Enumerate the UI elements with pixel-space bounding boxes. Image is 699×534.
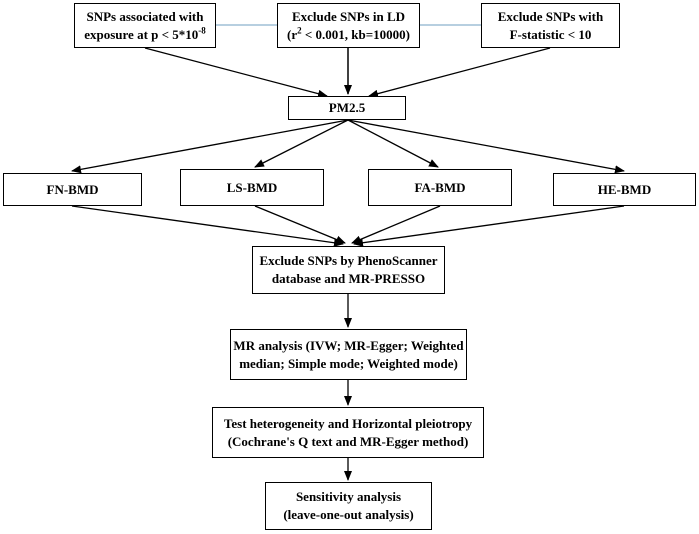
mr-analysis-line2: median; Simple mode; Weighted mode) bbox=[239, 355, 458, 371]
exclude-pheno-box: Exclude SNPs by PhenoScanner database an… bbox=[252, 246, 445, 294]
snps-exposure-threshold: exposure at p < 5*10 bbox=[84, 26, 199, 42]
arrow-fn-to-pheno bbox=[71, 205, 344, 247]
pm25-label: PM2.5 bbox=[328, 100, 366, 115]
pm25-box: PM2.5 bbox=[288, 96, 406, 120]
outcome-box-fa: FA-BMD bbox=[368, 169, 512, 206]
outcome-box-fn: FN-BMD bbox=[3, 173, 142, 206]
arrow-pm25-to-ls bbox=[254, 119, 349, 168]
arrow-fa-to-pheno bbox=[351, 205, 441, 244]
arrow-f-to-pm25 bbox=[368, 47, 551, 98]
exclude-ld-line1: Exclude SNPs in LD bbox=[291, 8, 406, 24]
test-het-line2: (Cochrane's Q text and MR-Egger method) bbox=[227, 433, 469, 449]
exclude-pheno-line2: database and MR-PRESSO bbox=[271, 271, 426, 286]
outcome-label-fn: FN-BMD bbox=[46, 181, 99, 197]
exclude-ld-threshold: < 0.001, kb=10000) bbox=[301, 26, 410, 42]
snps-exposure-line2: exposure at p < 5*10-8 bbox=[84, 26, 206, 44]
exclude-f-line1: Exclude SNPs with bbox=[497, 8, 604, 24]
outcome-label-fa: FA-BMD bbox=[414, 179, 466, 195]
sensitivity-box: Sensitivity analysis (leave-one-out anal… bbox=[265, 482, 432, 530]
exclude-ld-r: (r bbox=[287, 26, 298, 42]
sensitivity-line2: (leave-one-out analysis) bbox=[283, 507, 414, 522]
outcome-box-ls: LS-BMD bbox=[180, 169, 324, 206]
exclude-f-line2: F-statistic < 10 bbox=[509, 26, 592, 42]
snps-exposure-exponent: -8 bbox=[198, 25, 206, 36]
exclude-ld-box: Exclude SNPs in LD (r2 < 0.001, kb=10000… bbox=[277, 3, 420, 48]
arrow-pm25-to-he bbox=[347, 119, 625, 174]
snps-exposure-line1: SNPs associated with bbox=[86, 8, 204, 24]
exclude-ld-line2: (r2 < 0.001, kb=10000) bbox=[287, 26, 410, 44]
arrow-exposure-to-pm25 bbox=[144, 47, 328, 98]
arrow-he-to-pheno bbox=[353, 205, 625, 247]
outcome-label-ls: LS-BMD bbox=[226, 179, 278, 195]
snps-exposure-box: SNPs associated with exposure at p < 5*1… bbox=[74, 3, 216, 48]
arrow-ls-to-pheno bbox=[254, 205, 346, 244]
sensitivity-line1: Sensitivity analysis bbox=[295, 489, 402, 504]
outcome-box-he: HE-BMD bbox=[553, 173, 696, 206]
arrow-pm25-to-fa bbox=[347, 119, 439, 168]
mr-analysis-line1: MR analysis (IVW; MR-Egger; Weighted bbox=[233, 337, 464, 353]
exclude-pheno-line1: Exclude SNPs by PhenoScanner bbox=[259, 253, 438, 268]
arrow-pm25-to-fn bbox=[71, 119, 349, 174]
test-het-line1: Test heterogeneity and Horizontal pleiot… bbox=[223, 415, 473, 431]
test-het-box: Test heterogeneity and Horizontal pleiot… bbox=[212, 407, 484, 458]
exclude-ld-exponent: 2 bbox=[297, 25, 302, 36]
mr-analysis-box: MR analysis (IVW; MR-Egger; Weighted med… bbox=[230, 329, 467, 380]
exclude-f-box: Exclude SNPs with F-statistic < 10 bbox=[481, 3, 620, 48]
outcome-label-he: HE-BMD bbox=[597, 181, 652, 197]
